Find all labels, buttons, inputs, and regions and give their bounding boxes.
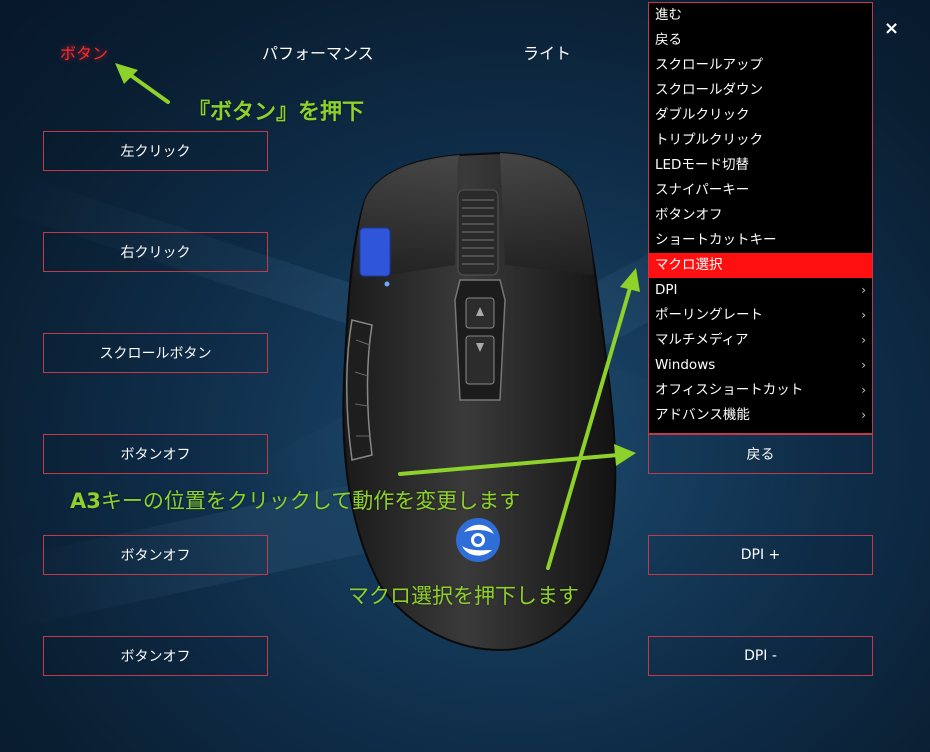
annotation-a3-label: A3 <box>70 489 101 513</box>
menu-item-label: マクロ選択 <box>655 257 723 273</box>
menu-item-dpi[interactable]: DPI › <box>649 278 872 303</box>
scroll-wheel-texture <box>462 199 494 265</box>
arrow-to-macro-select <box>546 286 632 570</box>
right-click-button[interactable]: 右クリック <box>43 232 268 272</box>
function-dropdown-menu[interactable]: 進む 戻る スクロールアップ スクロールダウン ダブルクリック トリプルクリック… <box>648 2 873 434</box>
tab-button[interactable]: ボタン <box>60 44 109 63</box>
dpi-down-button <box>465 335 495 385</box>
arrowhead-icon <box>614 444 636 466</box>
menu-item-label: アドバンス機能 <box>655 407 750 423</box>
menu-item-polling-rate[interactable]: ポーリングレート › <box>649 303 872 328</box>
menu-item-scroll-up[interactable]: スクロールアップ <box>649 53 872 78</box>
menu-item-label: スクロールダウン <box>655 82 763 98</box>
chevron-right-icon: › <box>861 308 866 322</box>
menu-item-led-mode[interactable]: LEDモード切替 <box>649 153 872 178</box>
scroll-button[interactable]: スクロールボタン <box>43 333 268 373</box>
menu-item-sniper-key[interactable]: スナイパーキー <box>649 178 872 203</box>
menu-item-label: ダブルクリック <box>655 107 750 123</box>
menu-item-label: オフィスショートカット <box>655 382 804 398</box>
arrowhead-icon <box>620 268 640 292</box>
menu-item-label: 戻る <box>655 32 682 48</box>
menu-item-label: Windows <box>655 357 716 373</box>
menu-item-back[interactable]: 戻る <box>649 28 872 53</box>
menu-item-label: DPI <box>655 282 678 298</box>
menu-item-advanced[interactable]: アドバンス機能 › <box>649 403 872 428</box>
menu-item-label: ショートカットキー <box>655 232 777 248</box>
arrow-to-button-tab <box>124 70 170 104</box>
indicator-led <box>384 281 390 287</box>
button-off-3[interactable]: ボタンオフ <box>43 636 268 676</box>
annotation-a3-instruction: A3キーの位置をクリックして動作を変更します <box>70 485 520 515</box>
menu-item-shortcut-key[interactable]: ショートカットキー <box>649 228 872 253</box>
menu-item-triple-click[interactable]: トリプルクリック <box>649 128 872 153</box>
mouse-body <box>342 151 617 652</box>
dpi-plus-button[interactable]: DPI + <box>648 535 873 575</box>
menu-item-label: ボタンオフ <box>655 207 723 223</box>
chevron-right-icon: › <box>861 283 866 297</box>
menu-item-label: ポーリングレート <box>655 307 763 323</box>
menu-item-label: トリプルクリック <box>655 132 763 148</box>
logo-icon <box>456 518 500 562</box>
chevron-right-icon: › <box>861 358 866 372</box>
annotation-press-button-tab: 『ボタン』を押下 <box>188 100 365 125</box>
tab-performance[interactable]: パフォーマンス <box>262 44 374 63</box>
side-button-blue <box>359 227 391 277</box>
menu-item-label: マルチメディア <box>655 332 749 348</box>
menu-item-scroll-down[interactable]: スクロールダウン <box>649 78 872 103</box>
annotation-a3-text: キーの位置をクリックして動作を変更します <box>100 489 521 513</box>
back-button[interactable]: 戻る <box>648 434 873 474</box>
side-button-group <box>346 319 373 461</box>
menu-item-macro-select[interactable]: マクロ選択 <box>649 253 872 278</box>
chevron-right-icon: › <box>861 383 866 397</box>
menu-item-office-shortcut[interactable]: オフィスショートカット › <box>649 378 872 403</box>
menu-item-label: スクロールアップ <box>655 57 763 73</box>
close-icon[interactable]: × <box>884 18 900 39</box>
menu-item-label: スナイパーキー <box>655 182 750 198</box>
left-button-1[interactable]: 左クリック <box>43 131 268 171</box>
chevron-right-icon: › <box>861 408 866 422</box>
dpi-minus-button[interactable]: DPI - <box>648 636 873 676</box>
menu-item-double-click[interactable]: ダブルクリック <box>649 103 872 128</box>
arrow-to-back-button <box>398 453 620 476</box>
tab-light[interactable]: ライト <box>523 44 572 63</box>
menu-item-label: LEDモード切替 <box>655 157 749 173</box>
menu-item-windows[interactable]: Windows › <box>649 353 872 378</box>
menu-item-forward[interactable]: 進む <box>649 3 872 28</box>
mouse-right-button <box>500 153 594 275</box>
arrowhead-icon <box>115 63 138 84</box>
menu-item-button-off[interactable]: ボタンオフ <box>649 203 872 228</box>
menu-item-label: 進む <box>655 7 682 23</box>
annotation-press-macro: マクロ選択を押下します <box>348 584 579 608</box>
button-off-1[interactable]: ボタンオフ <box>43 434 268 474</box>
button-off-2[interactable]: ボタンオフ <box>43 535 268 575</box>
menu-item-multimedia[interactable]: マルチメディア › <box>649 328 872 353</box>
chevron-right-icon: › <box>861 333 866 347</box>
